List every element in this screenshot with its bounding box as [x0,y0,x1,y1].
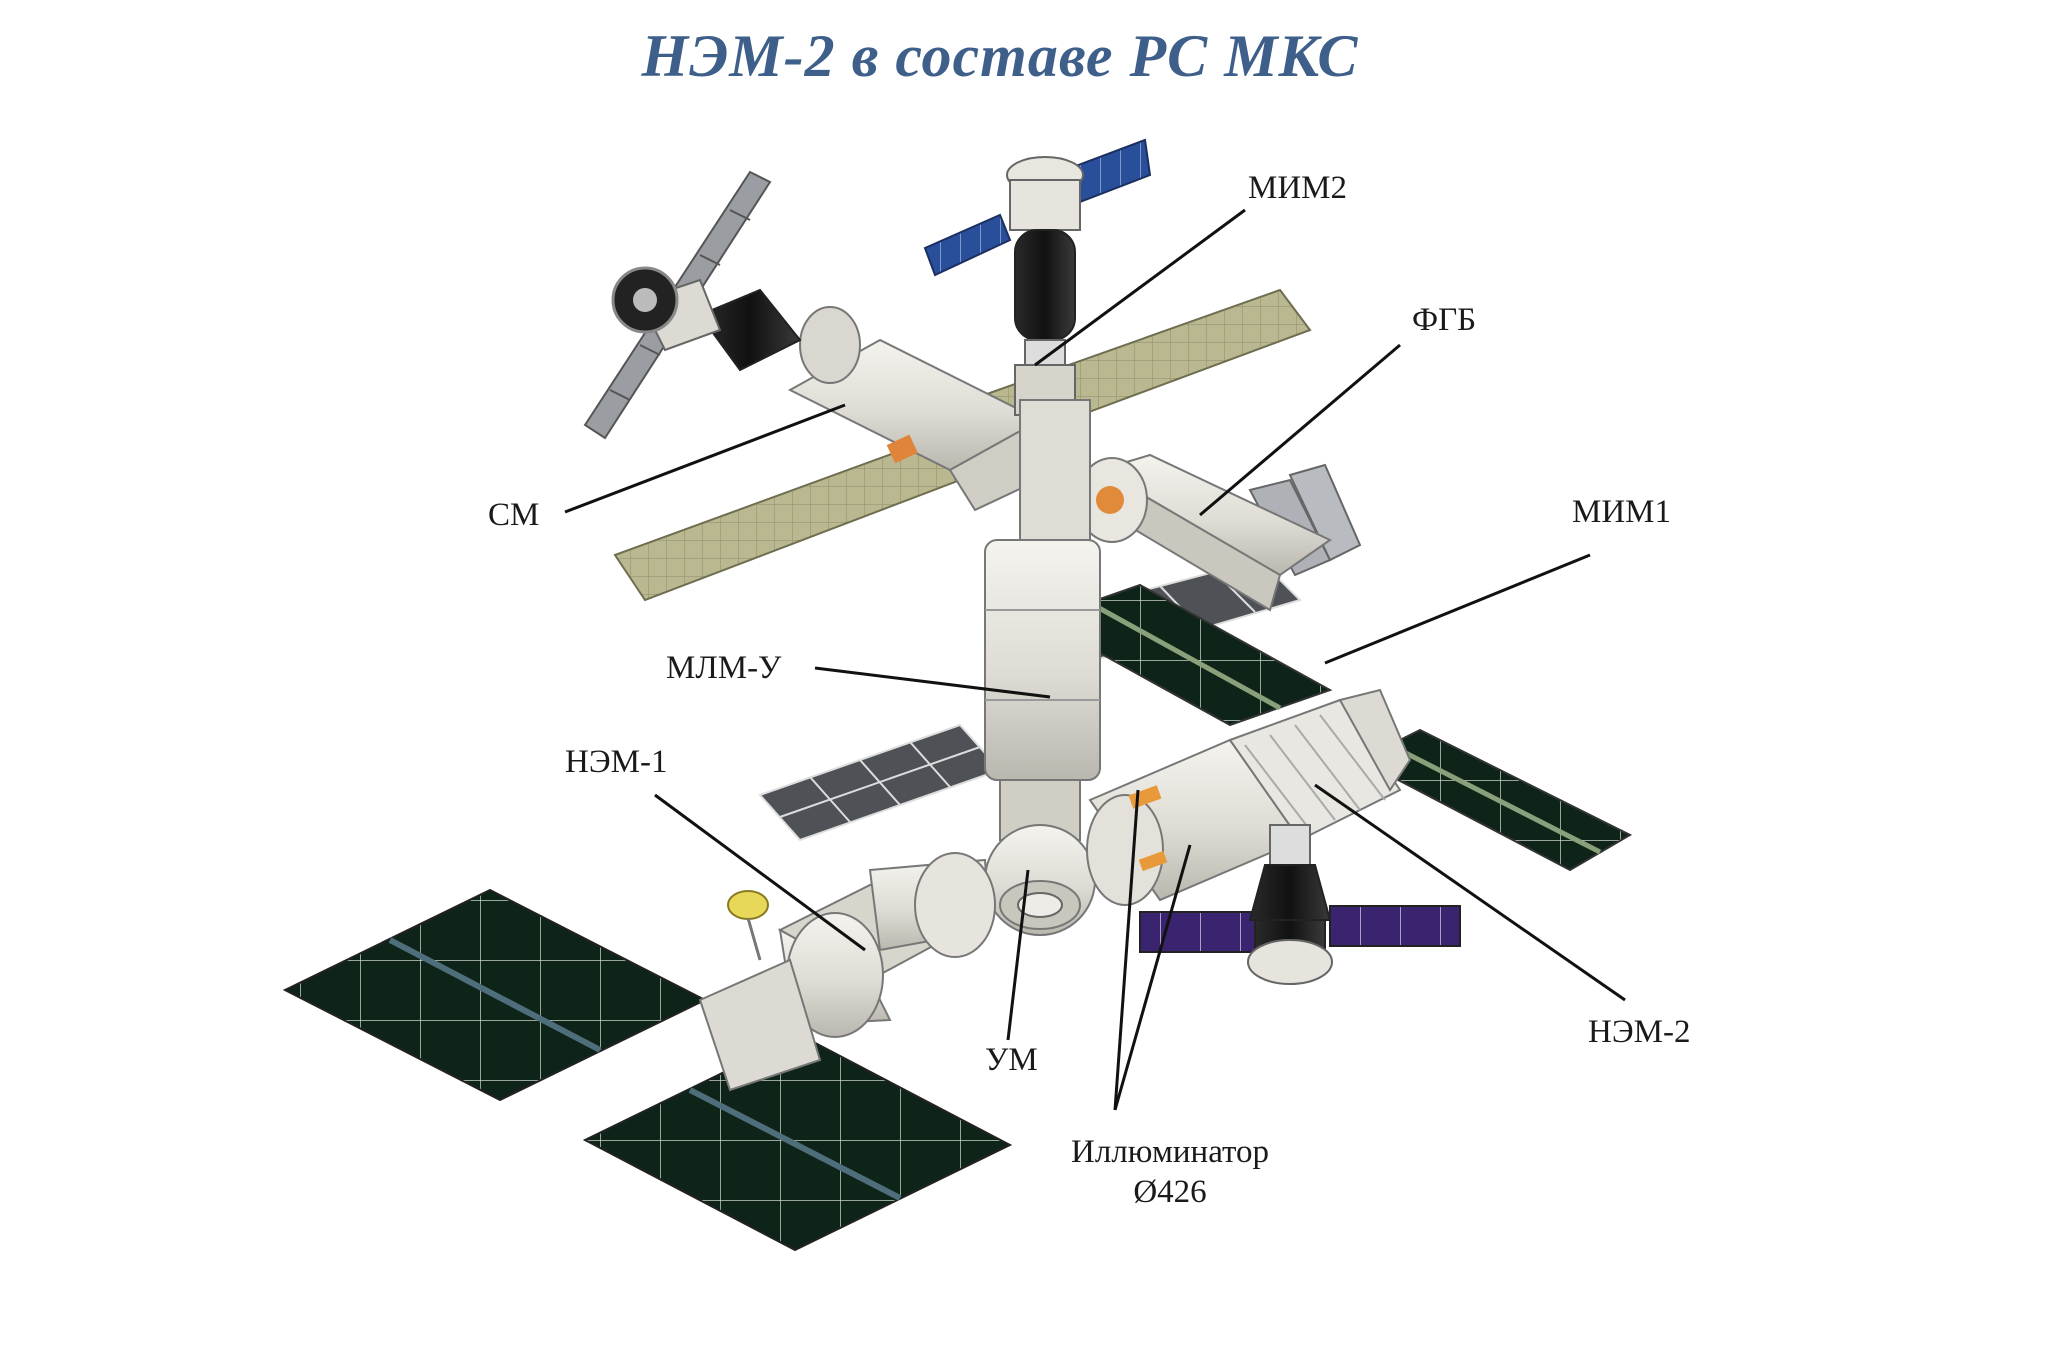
label-sm: СМ [488,497,540,533]
label-fgb: ФГБ [1412,302,1477,338]
label-mim2: МИМ2 [1248,170,1348,206]
label-window-name: Иллюминатор [1071,1134,1269,1170]
fgb-module [1076,453,1332,612]
leader-mlm-u [814,666,1051,699]
nem1-solar-array-upper [282,888,708,1102]
leader-nem1 [654,793,866,952]
label-mlm-u: МЛМ-У [666,650,782,686]
leader-lines [564,208,1626,1111]
nem2-soyuz [1247,824,1333,985]
label-mim1: МИМ1 [1572,494,1672,530]
nem2-soyuz-solar-array [1139,905,1461,953]
leader-window-b [1113,844,1192,1111]
mim2-soyuz [1006,156,1084,371]
nem2-module [1086,688,1412,906]
label-nem1: НЭМ-1 [565,744,668,780]
leader-mim2 [1034,208,1246,367]
leader-window-a [1113,789,1140,1111]
sm-soyuz [611,266,802,372]
label-nem2: НЭМ-2 [1588,1014,1691,1050]
mim1-solar-array [1037,583,1333,727]
label-window-diameter: Ø426 [1133,1174,1207,1210]
sm-solar-array-lower [613,438,962,602]
leader-um [1006,869,1030,1041]
label-um: УМ [985,1042,1038,1078]
nem1-module [698,852,996,1092]
um-module [984,824,1096,936]
leader-mim1 [1324,553,1591,665]
leader-sm [564,403,846,514]
label-window: Иллюминатор Ø426 [1050,1132,1290,1212]
leader-fgb [1199,343,1401,517]
diagram-title: НЭМ-2 в составе РС МКС [641,23,1359,89]
leader-nem2 [1314,783,1626,1002]
